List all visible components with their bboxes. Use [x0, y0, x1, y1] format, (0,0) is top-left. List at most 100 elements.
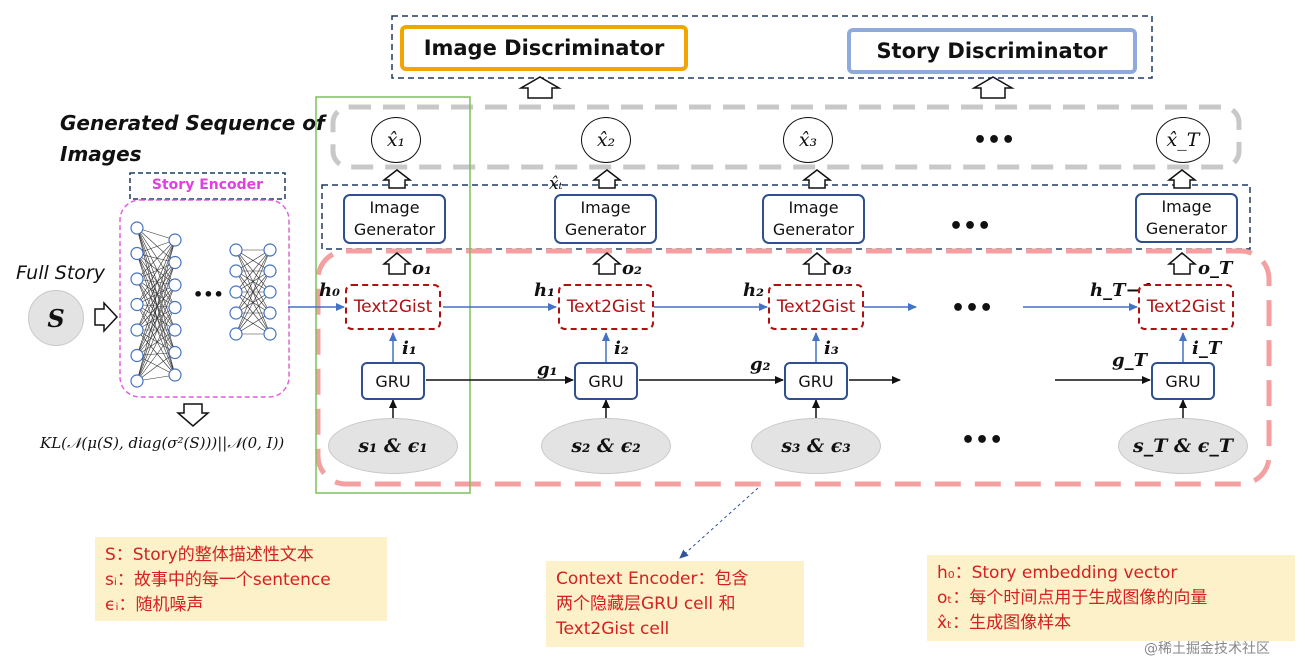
output-ellipsis: ••• [973, 128, 1016, 153]
up-arrow-xT [1166, 169, 1198, 189]
up-arrow-x1 [381, 169, 413, 189]
generated-sequence-title-line1: Generated Sequence of [60, 111, 325, 135]
watermark: @稀土掘金技术社区 [1144, 641, 1270, 657]
note-middle: Context Encoder：包含 两个隐藏层GRU cell 和 Text2… [546, 561, 804, 647]
nn-node-l3-4 [229, 327, 243, 341]
nn-node-l4-0 [263, 243, 277, 257]
text2gist-T: Text2Gist [1138, 284, 1234, 330]
nn-node-l1-5 [130, 348, 144, 363]
h-label-2: h₂ [743, 280, 764, 301]
nn-node-l3-0 [229, 243, 243, 257]
gru-3: GRU [784, 362, 848, 400]
up-arrow-story-disc [971, 76, 1015, 99]
timestep-one-frame [315, 96, 471, 494]
up-arrow-x3 [801, 169, 833, 189]
nn-node-l1-1 [130, 246, 144, 261]
image-generator-1-line1: Image [369, 198, 420, 217]
nn-node-l2-0 [168, 233, 182, 247]
right-arrow-story [94, 301, 119, 333]
h-label-T: h_T−1 [1090, 280, 1154, 301]
nn-node-l3-2 [229, 285, 243, 299]
nn-node-l4-1 [263, 264, 277, 278]
note-left-line2: sᵢ：故事中的每一个sentence [105, 570, 331, 590]
nn-node-l1-2 [130, 272, 144, 286]
up-arrow-o2 [591, 252, 623, 275]
g-label-T: g_T [1112, 350, 1147, 371]
nn-node-l1-4 [130, 323, 144, 337]
note-middle-line2: 两个隐藏层GRU cell 和 [556, 594, 736, 614]
nn-node-l2-3 [168, 300, 182, 315]
h-label-1: h₁ [534, 280, 555, 301]
note-right-line2: oₜ：每个时间点用于生成图像的向量 [937, 588, 1208, 608]
image-generator-2-line2: Generator [564, 220, 647, 239]
note-right: h₀：Story embedding vector oₜ：每个时间点用于生成图像… [927, 555, 1295, 641]
up-arrow-oT [1166, 252, 1198, 275]
up-arrow-image-disc [518, 76, 562, 99]
image-generator-T-line2: Generator [1145, 219, 1228, 238]
nn-node-l2-5 [168, 345, 182, 360]
text2gist-2: Text2Gist [558, 284, 654, 330]
i-label-3: i₃ [824, 338, 839, 359]
h-label-0: h₀ [319, 280, 340, 301]
g-label-2: g₂ [750, 354, 771, 375]
output-x3: x̂₃ [783, 117, 833, 163]
note-middle-line1: Context Encoder：包含 [556, 569, 749, 589]
note-left: S：Story的整体描述性文本 sᵢ：故事中的每一个sentence ϵᵢ：随机… [95, 537, 387, 621]
image-generator-3-line1: Image [788, 198, 839, 217]
nn-node-l4-4 [263, 327, 277, 341]
image-generator-2-line1: Image [580, 198, 631, 217]
text2gist-ellipsis: ••• [951, 296, 994, 321]
generator-ellipsis: ••• [949, 214, 992, 239]
input-s2: s₂ & ϵ₂ [541, 418, 671, 474]
note-middle-line3: Text2Gist cell [556, 619, 670, 639]
image-generator-1: Image Generator [343, 194, 446, 244]
note-right-line3: x̂ₜ：生成图像样本 [937, 613, 1072, 633]
input-ellipsis: ••• [961, 428, 1004, 453]
generated-sequence-title: Generated Sequence of Images [60, 108, 325, 170]
image-generator-T: Image Generator [1135, 193, 1238, 243]
floating-xt: x̂ₜ [549, 174, 563, 194]
gru-2: GRU [574, 362, 638, 400]
o-label-3: o₃ [832, 258, 852, 279]
input-sT: s_T & ϵ_T [1118, 418, 1248, 474]
nn-node-l2-2 [168, 278, 182, 292]
nn-node-l4-3 [263, 306, 277, 320]
gru-1: GRU [361, 362, 425, 400]
up-arrow-o1 [381, 252, 413, 275]
note-left-line1: S：Story的整体描述性文本 [105, 545, 314, 565]
i-label-T: i_T [1192, 338, 1222, 359]
up-arrow-o3 [801, 252, 833, 275]
nn-node-l4-2 [263, 285, 277, 299]
output-x2: x̂₂ [581, 117, 631, 163]
story-discriminator: Story Discriminator [847, 28, 1137, 74]
image-generator-3-line2: Generator [772, 220, 855, 239]
nn-node-l3-3 [229, 306, 243, 320]
text2gist-1: Text2Gist [345, 284, 441, 330]
nn-node-l2-6 [168, 368, 182, 382]
story-encoder-frame [119, 199, 290, 398]
kl-formula: KL(𝒩(μ(S), diag(σ²(S)))||𝒩(0, I)) [40, 434, 285, 452]
nn-node-l2-1 [168, 255, 182, 270]
story-node: S [28, 290, 84, 346]
g-label-1: g₁ [537, 359, 558, 380]
nn-node-l1-6 [130, 374, 144, 388]
o-label-2: o₂ [622, 258, 642, 279]
note-right-line1: h₀：Story embedding vector [937, 563, 1178, 583]
input-s3: s₃ & ϵ₃ [751, 418, 881, 474]
input-s1: s₁ & ϵ₁ [328, 418, 458, 474]
image-generator-1-line2: Generator [353, 220, 436, 239]
nn-node-l3-1 [229, 264, 243, 278]
up-arrow-x2 [591, 169, 623, 189]
output-x1: x̂₁ [371, 117, 421, 163]
story-encoder-label: Story Encoder [151, 177, 264, 193]
story-symbol: S [47, 303, 65, 333]
down-arrow-kl [175, 403, 211, 427]
i-label-2: i₂ [614, 338, 629, 359]
image-generator-T-line1: Image [1161, 197, 1212, 216]
image-generator-3: Image Generator [762, 194, 865, 244]
story-encoder-ellipsis: ••• [193, 285, 224, 304]
text2gist-3: Text2Gist [768, 284, 864, 330]
nn-node-l2-4 [168, 323, 182, 337]
